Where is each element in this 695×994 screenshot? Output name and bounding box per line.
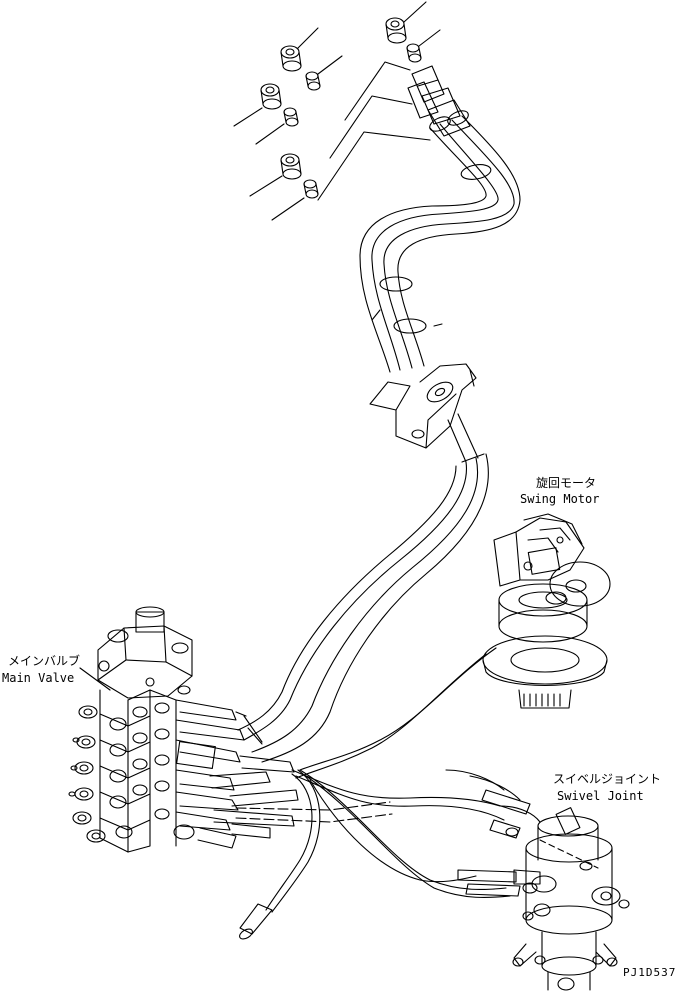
loose-fittings — [234, 2, 440, 220]
nut-fitting-top — [386, 2, 426, 43]
nut-fitting-2 — [281, 28, 318, 71]
cap-fitting-top — [407, 30, 440, 62]
upper-hose-fittings — [408, 66, 471, 136]
nut-fitting-4 — [250, 154, 301, 196]
cap-fitting-4 — [272, 180, 318, 220]
cap-fitting-3 — [256, 108, 298, 144]
upper-hose-bundle — [360, 116, 520, 372]
valve-spool-caps — [69, 686, 194, 842]
lower-hose-bundle — [238, 414, 488, 762]
drain-hose — [238, 770, 320, 941]
swivel-joint-label-jp: スイベルジョイント — [553, 772, 662, 786]
swivel-joint-label-en: Swivel Joint — [557, 789, 644, 803]
main-valve-label-en: Main Valve — [2, 671, 75, 685]
swing-motor-label-en: Swing Motor — [520, 492, 600, 506]
hose-clamp-bracket — [370, 364, 476, 448]
swivel-hoses — [236, 770, 540, 898]
swing-motor-label-jp: 旋回モータ — [536, 476, 597, 490]
drawing-reference-code: PJ1D537 — [623, 966, 677, 979]
swing-motor — [483, 514, 610, 708]
main-valve-label-jp: メインバルブ — [8, 654, 81, 668]
swivel-joint — [458, 790, 629, 990]
nut-fitting-3 — [234, 84, 281, 126]
main-valve — [69, 607, 298, 852]
label-leaders — [80, 668, 110, 690]
swing-motor-hoses — [296, 648, 496, 778]
valve-hose-fittings — [176, 700, 298, 848]
cap-fitting-2 — [306, 56, 342, 90]
